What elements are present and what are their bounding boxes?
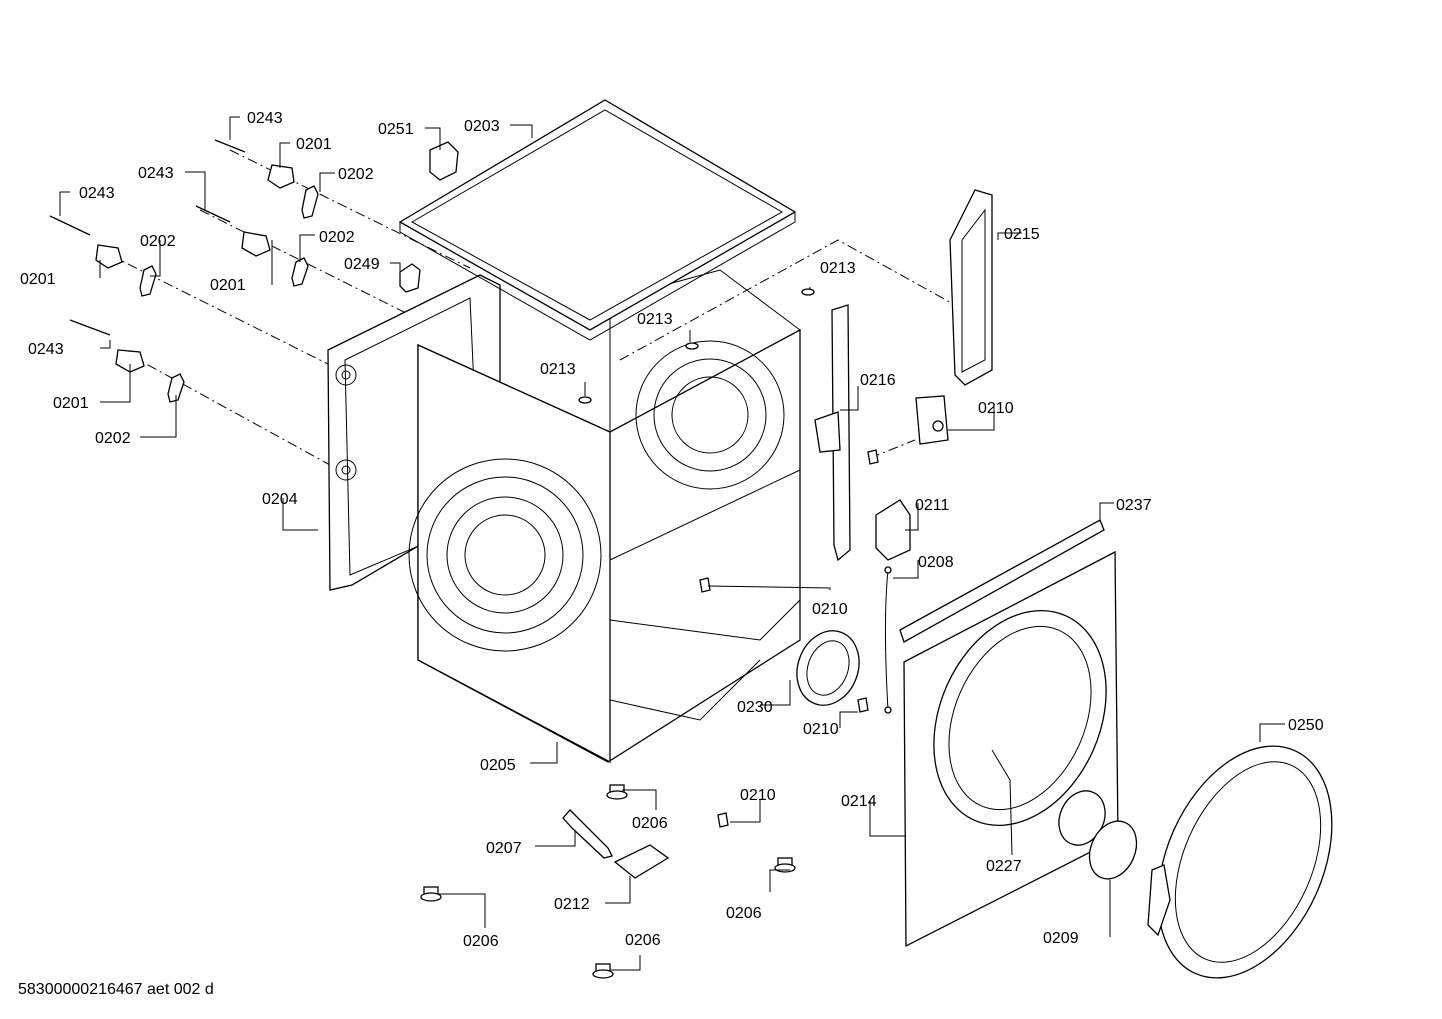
front-panel-0214 bbox=[903, 550, 1119, 948]
rail-0216 bbox=[814, 304, 851, 562]
feet-mount-group-2 bbox=[195, 205, 309, 287]
label-0230: 0230 bbox=[737, 699, 773, 716]
part-labels: 0243 0201 0202 0243 0201 0202 0243 0202 … bbox=[20, 110, 1324, 950]
leader-lines bbox=[59, 116, 1285, 971]
label-0206-c: 0206 bbox=[463, 933, 499, 950]
label-0213-a: 0213 bbox=[820, 260, 856, 277]
clips-0210 bbox=[699, 395, 949, 828]
label-0202-c: 0202 bbox=[140, 233, 176, 250]
discs-0213 bbox=[578, 288, 815, 404]
label-0243-c: 0243 bbox=[79, 185, 115, 202]
cable-0208 bbox=[884, 566, 892, 714]
label-0249: 0249 bbox=[344, 256, 380, 273]
door-lock-0211 bbox=[875, 499, 911, 561]
door-0250 bbox=[1147, 745, 1333, 979]
ring-0230 bbox=[796, 630, 860, 706]
plate-0212 bbox=[613, 844, 670, 879]
label-0210-d: 0210 bbox=[740, 787, 776, 804]
label-0206-d: 0206 bbox=[625, 932, 661, 949]
wrench-0207 bbox=[562, 809, 613, 859]
label-0243-d: 0243 bbox=[28, 341, 64, 358]
label-0237: 0237 bbox=[1116, 497, 1152, 514]
label-0215: 0215 bbox=[1004, 226, 1040, 243]
cabinet-0205 bbox=[408, 269, 801, 764]
label-0216: 0216 bbox=[860, 372, 896, 389]
label-0210-c: 0210 bbox=[803, 721, 839, 738]
label-0203: 0203 bbox=[464, 118, 500, 135]
label-0214: 0214 bbox=[841, 793, 877, 810]
label-0201-c: 0201 bbox=[20, 271, 56, 288]
part-0251 bbox=[429, 141, 459, 181]
label-0213-c: 0213 bbox=[540, 361, 576, 378]
rail-0215 bbox=[949, 189, 993, 386]
label-0201-d: 0201 bbox=[53, 395, 89, 412]
drawing-number: 58300000216467 aet 002 d bbox=[18, 981, 214, 998]
feet-mount-group-1 bbox=[214, 139, 319, 219]
label-0243-b: 0243 bbox=[138, 165, 174, 182]
label-0207: 0207 bbox=[486, 840, 522, 857]
label-0250: 0250 bbox=[1288, 717, 1324, 734]
feet-mount-group-4 bbox=[69, 319, 185, 403]
label-0227: 0227 bbox=[986, 858, 1022, 875]
label-0251: 0251 bbox=[378, 121, 414, 138]
label-0206-a: 0206 bbox=[632, 815, 668, 832]
front-bar-0237 bbox=[899, 519, 1105, 643]
cover-0209 bbox=[1088, 820, 1138, 880]
label-0204: 0204 bbox=[262, 491, 298, 508]
label-0210-b: 0210 bbox=[812, 601, 848, 618]
feet-mount-group-3 bbox=[49, 215, 157, 297]
label-0206-b: 0206 bbox=[726, 905, 762, 922]
label-0202-b: 0202 bbox=[319, 229, 355, 246]
label-0243-a: 0243 bbox=[247, 110, 283, 127]
label-0201-a: 0201 bbox=[296, 136, 332, 153]
label-0208: 0208 bbox=[918, 554, 954, 571]
label-0202-d: 0202 bbox=[95, 430, 131, 447]
part-0249 bbox=[399, 263, 421, 293]
label-0213-b: 0213 bbox=[637, 311, 673, 328]
top-cover-0203 bbox=[398, 99, 797, 341]
label-0201-b: 0201 bbox=[210, 277, 246, 294]
label-0212: 0212 bbox=[554, 896, 590, 913]
label-0205: 0205 bbox=[480, 757, 516, 774]
label-0209: 0209 bbox=[1043, 930, 1079, 947]
label-0211: 0211 bbox=[915, 497, 950, 514]
alignment-lines bbox=[109, 149, 956, 466]
label-0202-a: 0202 bbox=[338, 166, 374, 183]
label-0210-a: 0210 bbox=[978, 400, 1014, 417]
